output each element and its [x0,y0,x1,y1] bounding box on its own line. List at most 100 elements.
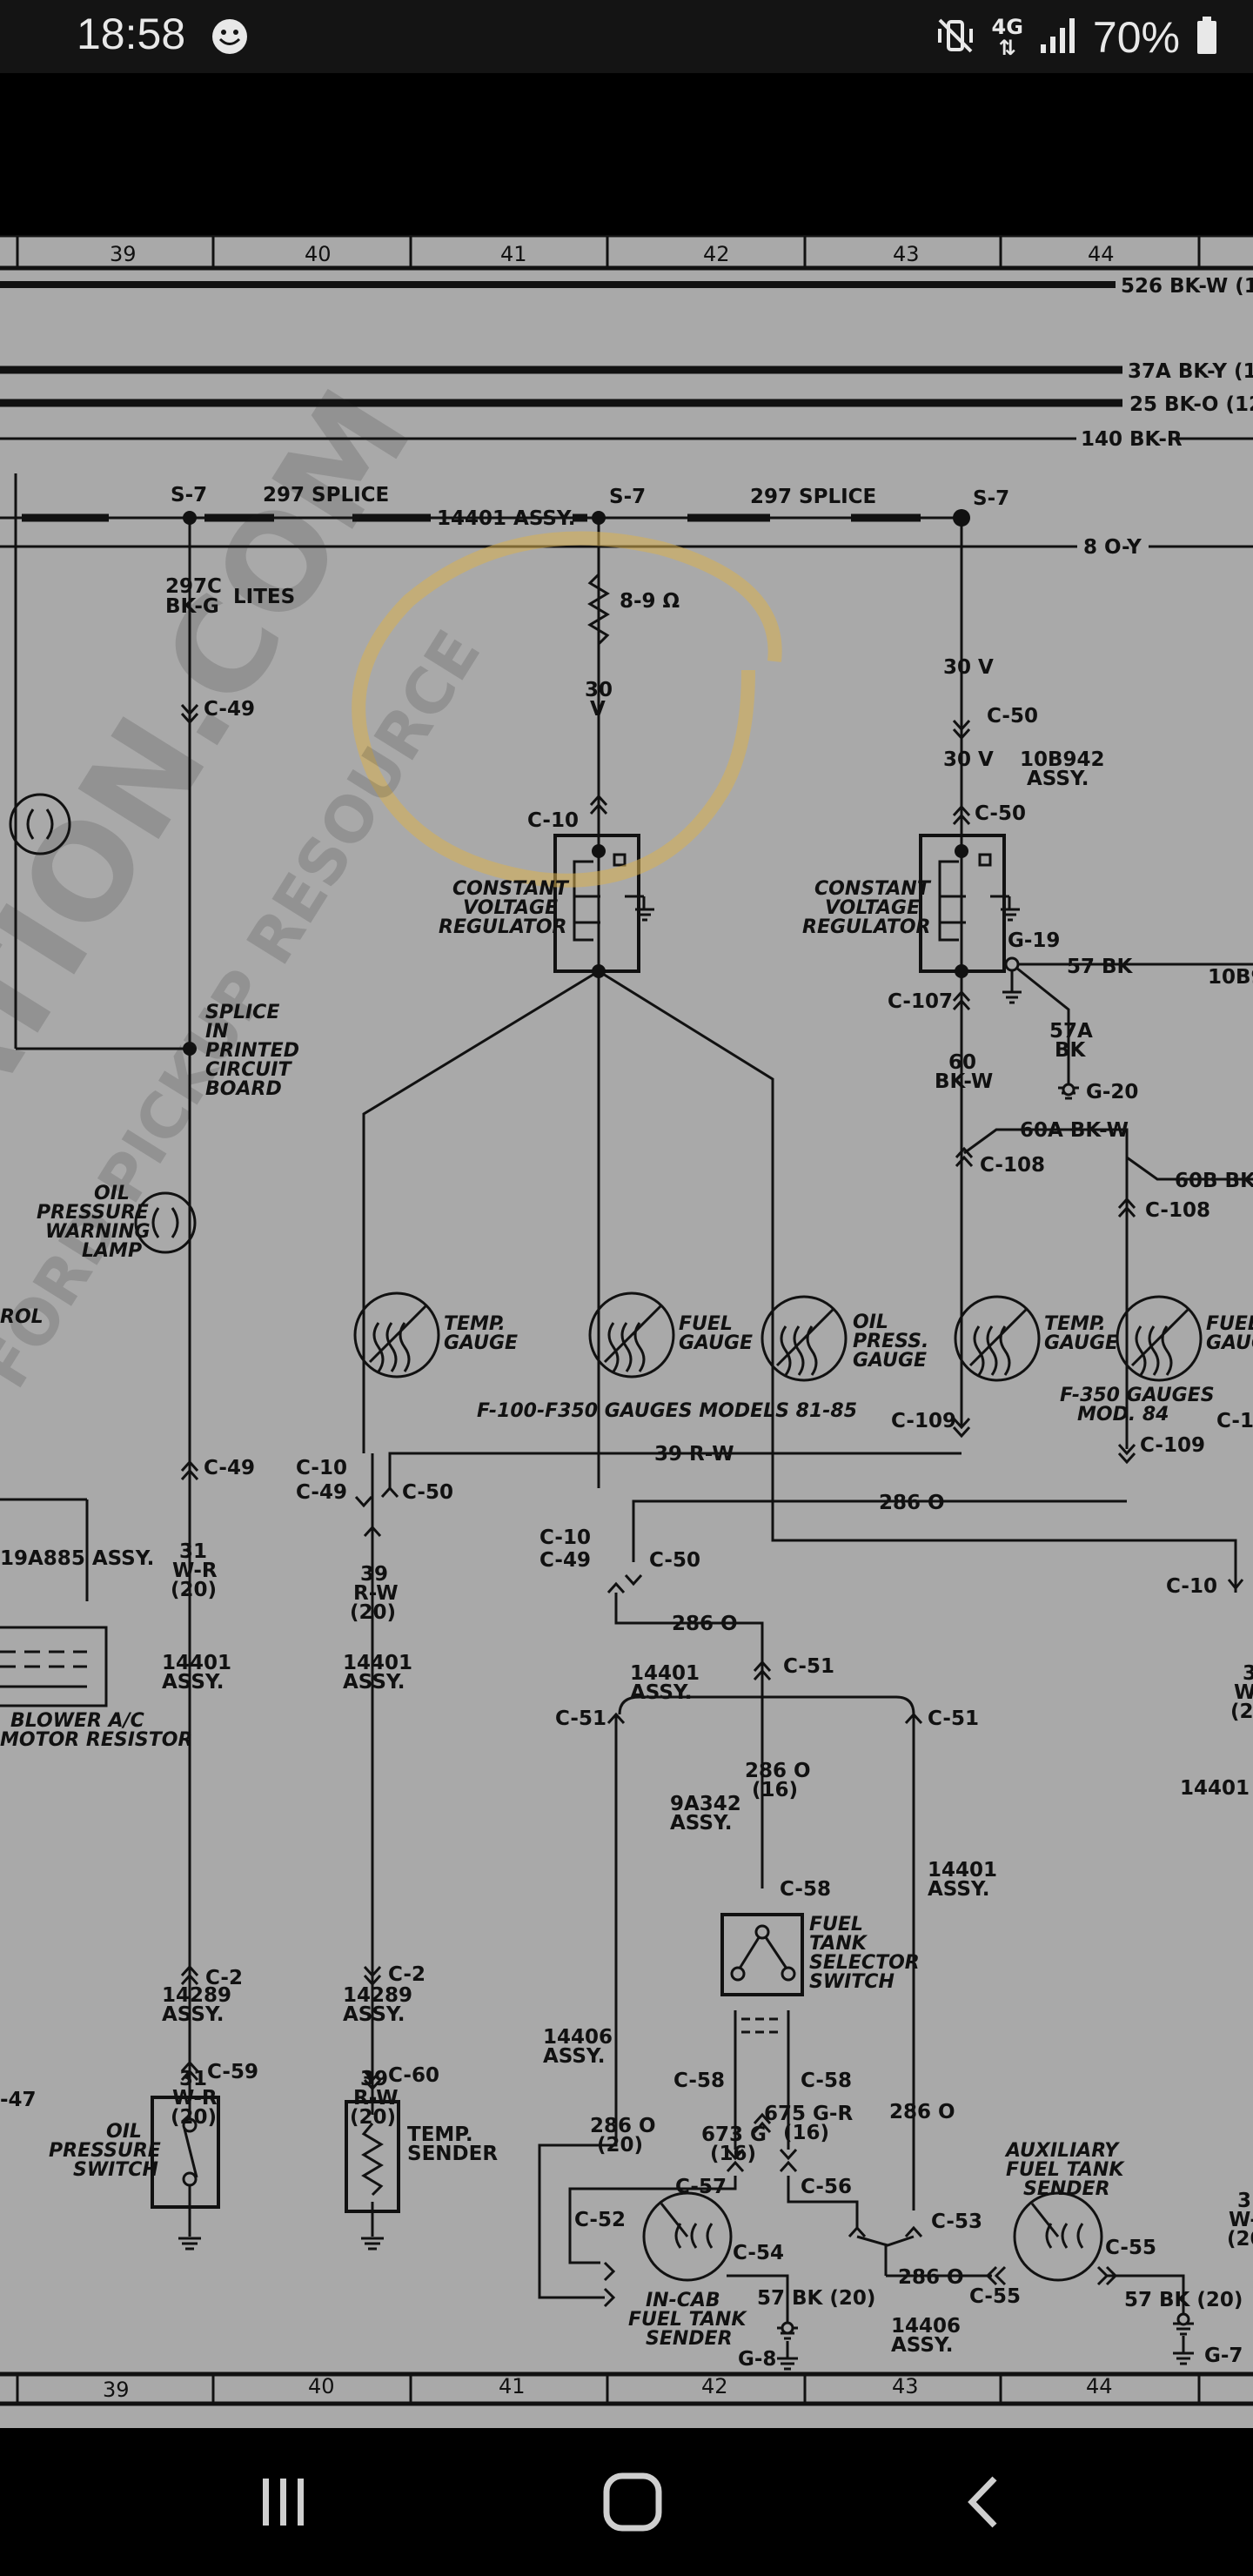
aux-sender-line2: FUEL TANK [1006,2159,1125,2181]
wire-57a-color: BK [1055,1039,1087,1062]
wire-673-gauge: (16) [710,2143,756,2165]
schematic-viewer[interactable]: CATION.COM FORD PICKUP RESOURCE 39 40 41… [0,235,1253,2428]
connector-c10-c: C-10 [539,1526,591,1549]
connector-c51-a: C-51 [783,1655,834,1678]
connector-c1-edge: C-1 [1216,1410,1253,1432]
s7-right-label: S-7 [973,487,1009,510]
edge-wire-w: W- [1234,1681,1253,1704]
connector-c2-b: C-2 [388,1963,425,1986]
assy-14401-mid-sub: ASSY. [343,1671,405,1694]
ruler-top-43: 43 [893,242,920,266]
wire-286o20-label: 286 O [590,2115,656,2137]
ruler-bottom-42: 42 [701,2374,728,2398]
connector-c55-b: C-55 [969,2285,1021,2308]
wire-60a-label: 60A BK-W [1020,1119,1129,1142]
wiring-diagram: CATION.COM FORD PICKUP RESOURCE 39 40 41… [0,235,1253,2406]
edge-wire-2: (2 [1230,1701,1253,1723]
ground-g8-label: G-8 [738,2348,776,2371]
temp-gauge-line1: TEMP. [444,1313,506,1335]
wire-39b-label: 39 [360,2068,388,2090]
connector-c59: C-59 [207,2061,258,2083]
cvr-right-line3: REGULATOR [802,916,930,938]
diagram-subtitle-line2: MOD. 84 [1077,1404,1169,1426]
back-icon [968,2476,997,2528]
bus-526-label: 526 BK-W (14 [1121,275,1253,298]
assy-14289-b-label: 14289 [343,1984,412,2007]
lites-label: LITES [233,586,295,608]
ruler-bottom-39: 39 [103,2378,130,2402]
recents-icon [263,2479,304,2526]
signal-icon [1039,15,1077,60]
edge-wire-wr: W- [1229,2209,1253,2231]
wire-60-label: 60 [948,1051,976,1074]
connector-c50-c: C-50 [649,1549,700,1572]
voltage-mid-label: 30 [585,679,613,701]
wire-286o-a-label: 286 O [879,1492,945,1514]
assy-14406-a-label: 14406 [543,2026,613,2049]
s7-left-label: S-7 [171,484,207,506]
wire-286o16-gauge: (16) [752,1779,798,1801]
status-time: 18:58 [77,10,186,58]
selector-line4: SWITCH [809,1971,895,1993]
assy-14289-a-sub: ASSY. [162,2003,224,2026]
splice-pcb-line2: IN [205,1021,229,1043]
battery-icon [1196,15,1218,60]
temp-gauge-right-line1: TEMP. [1044,1313,1106,1335]
control-edge-label: ROL [0,1306,44,1328]
assy-10b942-sub: ASSY. [1027,768,1089,790]
watermark-ring [352,531,782,888]
wire-60b-label: 60B BK- [1175,1170,1253,1192]
mute-vibrate-icon [935,15,976,60]
assy-14406-b-label: 14406 [891,2315,961,2338]
wire-31-label: 31 [179,1540,207,1563]
assy-14401-edge-label: 14401 [1180,1777,1250,1800]
network-type-icon: 4G⇅ [991,15,1023,60]
wire-31b-gauge: (20) [171,2106,217,2129]
wire-31-color: W-R [172,1560,218,1582]
wire-31b-label: 31 [179,2068,207,2090]
fuel-gauge-line2: GAUGE [679,1332,753,1354]
ground-g19-label: G-19 [1008,929,1060,952]
temp-gauge-right-line2: GAUGE [1044,1332,1118,1354]
assy-14289-a-label: 14289 [162,1984,231,2007]
splice-pcb-line3: PRINTED [205,1040,299,1062]
ruler-top-44: 44 [1088,242,1115,266]
connector-c56: C-56 [801,2176,852,2198]
oil-gauge-line1: OIL [853,1311,888,1333]
edge-wire-31: 31 [1237,2190,1253,2212]
status-bar: 18:58 4G⇅ 70% [0,0,1253,73]
back-button[interactable] [933,2454,1037,2550]
home-button[interactable] [580,2454,685,2550]
wire-57bk20-b-label: 57 BK (20) [1124,2289,1243,2311]
connector-c57: C-57 [675,2176,727,2198]
assy-14401-left-sub: ASSY. [162,1671,224,1694]
assy-9a342-sub: ASSY. [670,1812,732,1835]
wire-297c-label: 297C [165,575,222,598]
cvr-left-line2: VOLTAGE [463,897,558,919]
connector-c10-left: C-10 [527,809,579,832]
ruler-bottom-44: 44 [1086,2374,1113,2398]
ground-g20-label: G-20 [1086,1081,1138,1104]
oil-lamp-line4: LAMP [82,1240,142,1262]
temp-sender-line1: TEMP. [407,2123,473,2146]
ruler-bottom-40: 40 [308,2374,335,2398]
battery-percentage: 70% [1092,13,1180,62]
temp-sender-line2: SENDER [407,2143,498,2165]
recent-apps-button[interactable] [231,2454,335,2550]
aux-sender-line1: AUXILIARY [1004,2140,1120,2162]
connector-c49-b: C-49 [296,1481,347,1504]
connector-c10-b: C-10 [296,1457,347,1479]
assy-14406-a-sub: ASSY. [543,2045,605,2068]
wire-10b9-label: 10B9 [1208,966,1253,989]
resistor-label: 8-9 Ω [620,590,680,613]
connector-c109-b: C-109 [1140,1434,1205,1457]
oil-switch-line2: PRESSURE [49,2140,161,2162]
splice-pcb-line5: BOARD [205,1078,282,1100]
cvr-right-line1: CONSTANT [814,878,932,900]
ruler-top-39: 39 [110,242,137,266]
blower-line1: BLOWER A/C [10,1710,144,1732]
splice-297-left-label: 297 SPLICE [263,484,389,506]
connector-c47-edge: -47 [0,2089,37,2111]
cvr-left-line1: CONSTANT [452,878,570,900]
wire-675-gauge: (16) [783,2122,829,2144]
